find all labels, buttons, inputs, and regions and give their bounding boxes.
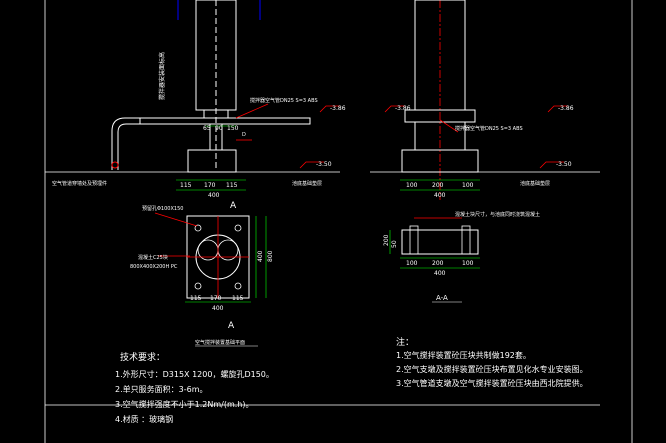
plan-caption: 空气搅拌装置基础平面 bbox=[195, 339, 245, 346]
elev-left-b: -3.50 bbox=[316, 161, 332, 168]
left-vertical-label: 搅拌器安装面标高 bbox=[158, 52, 166, 100]
dim-400-b2: 400 bbox=[434, 270, 446, 277]
section-note: 混凝土块尺寸，与池底同时浇筑混凝土 bbox=[455, 211, 540, 218]
dim-50-v: 50 bbox=[391, 240, 398, 248]
section-mark-top: A bbox=[230, 201, 237, 211]
left-elevation: 65 90 150 搅拌器安装面标高 搅拌器空气管DN25 S=3 ABS D … bbox=[45, 0, 346, 211]
dim-200-m2: 200 bbox=[432, 260, 444, 267]
tech-title: 技术要求： bbox=[120, 351, 165, 363]
ground-left-a: 空气管道穿墙处及预埋件 bbox=[52, 180, 107, 187]
tech-item-1: 1.外形尺寸：D315X 1200，螺旋孔D150。 bbox=[115, 369, 274, 379]
right-elevation: 搅拌器空气管DN25 S=3 ABS -3.86 -3.86 -3.50 池底基… bbox=[370, 0, 600, 200]
notes-item-2: 2.空气支墩及搅拌装置砼压块布置见化水专业安装图。 bbox=[396, 364, 588, 374]
dim-65: 65 bbox=[203, 125, 211, 132]
dim-400-v: 400 bbox=[257, 250, 264, 262]
concrete-block-left bbox=[187, 149, 237, 173]
concrete-size: 800X400X200H PC bbox=[130, 264, 178, 270]
section-title: A-A bbox=[436, 294, 448, 302]
dim-115-d: 115 bbox=[232, 295, 244, 302]
notes: 注： 1.空气搅拌装置砼压块共制做192套。 2.空气支墩及搅拌装置砼压块布置见… bbox=[396, 336, 588, 388]
dim-150: 150 bbox=[227, 125, 239, 132]
section-mark-bottom: A bbox=[228, 321, 235, 331]
dim-100-l: 100 bbox=[406, 182, 418, 189]
ground-left-b: 池底基础垫层 bbox=[292, 180, 322, 187]
ground-right: 池底基础垫层 bbox=[520, 180, 550, 187]
dim-115-b: 115 bbox=[226, 182, 238, 189]
pipe-label: 搅拌器空气管DN25 S=3 ABS bbox=[250, 97, 318, 104]
right-pipe-label: 搅拌器空气管DN25 S=3 ABS bbox=[455, 125, 523, 132]
elev-right-b: -3.86 bbox=[558, 105, 574, 112]
hole-label: 预留孔Φ100X150 bbox=[142, 205, 183, 212]
dim-115-c: 115 bbox=[190, 295, 202, 302]
tech-item-4: 4.材质 ：玻璃钢 bbox=[115, 414, 173, 424]
notes-item-1: 1.空气搅拌装置砼压块共制做192套。 bbox=[396, 350, 531, 360]
section-block bbox=[401, 229, 479, 255]
dim-400-c: 400 bbox=[212, 305, 224, 312]
notes-item-3: 3.空气管道支墩及空气搅拌装置砼压块由西北院提供。 bbox=[396, 378, 588, 388]
dim-90: 90 bbox=[215, 125, 223, 132]
dim-100-l2: 100 bbox=[406, 260, 418, 267]
pipe-top-mark: D bbox=[242, 132, 246, 138]
dim-100-r2: 100 bbox=[462, 260, 474, 267]
dim-200-m: 200 bbox=[432, 182, 444, 189]
tech-requirements: 技术要求： 1.外形尺寸：D315X 1200，螺旋孔D150。 2.单只服务面… bbox=[115, 351, 274, 424]
tech-item-3: 3.空气搅拌强度不小于1.2Nm/(m.h)。 bbox=[115, 399, 253, 409]
dim-800-v: 800 bbox=[267, 250, 274, 262]
elev-right-a: -3.86 bbox=[395, 105, 411, 112]
tech-item-2: 2.单只服务面积：3-6m。 bbox=[115, 384, 208, 394]
left-plan: 预留孔Φ100X150 混凝土C25块 800X400X200H PC 400 … bbox=[130, 205, 274, 347]
section-aa: 混凝土块尺寸，与池底同时浇筑混凝土 200 50 100 200 100 400… bbox=[383, 211, 540, 303]
notes-title: 注： bbox=[396, 336, 414, 348]
dim-170-c: 170 bbox=[210, 295, 222, 302]
dim-100-r: 100 bbox=[462, 182, 474, 189]
dim-200-v: 200 bbox=[383, 234, 390, 246]
elev-right-c: -3.50 bbox=[556, 161, 572, 168]
elev-left-a: -3.86 bbox=[330, 105, 346, 112]
dim-115-a: 115 bbox=[180, 182, 192, 189]
pipe-elbow bbox=[111, 117, 140, 170]
horizontal-pipe bbox=[139, 117, 311, 125]
dim-170-a: 170 bbox=[204, 182, 216, 189]
dim-400-b: 400 bbox=[434, 192, 446, 199]
dim-400-a: 400 bbox=[208, 192, 220, 199]
concrete-label: 混凝土C25块 bbox=[138, 254, 168, 261]
